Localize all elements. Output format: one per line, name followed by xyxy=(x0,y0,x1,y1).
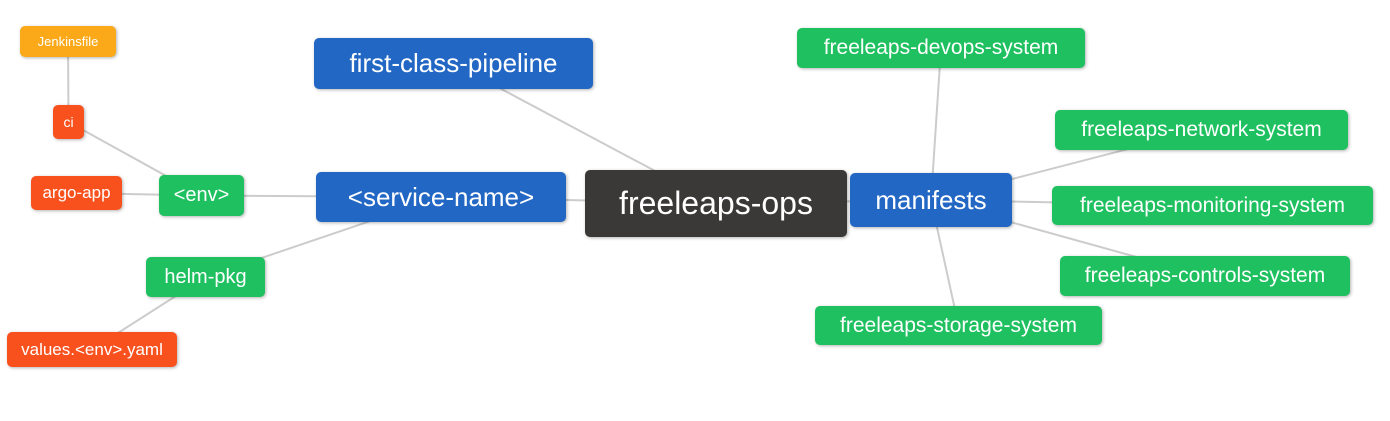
node-label: <env> xyxy=(173,184,230,206)
node-label: <service-name> xyxy=(347,181,535,212)
node-helm-pkg[interactable]: helm-pkg xyxy=(146,257,265,297)
node-label: freeleaps-devops-system xyxy=(823,36,1059,59)
node-freeleaps-monitoring-system[interactable]: freeleaps-monitoring-system xyxy=(1052,186,1373,225)
node-label: freeleaps-ops xyxy=(619,185,813,221)
node-label: ci xyxy=(63,114,74,130)
node-freeleaps-controls-system[interactable]: freeleaps-controls-system xyxy=(1060,256,1350,296)
node-label: manifests xyxy=(875,184,987,215)
node-label: values.<env>.yaml xyxy=(21,339,163,359)
node-freeleaps-storage-system[interactable]: freeleaps-storage-system xyxy=(815,306,1102,345)
node-ci[interactable]: ci xyxy=(53,105,84,139)
node-manifests[interactable]: manifests xyxy=(850,173,1012,227)
node-label: freeleaps-storage-system xyxy=(840,313,1077,337)
node-freeleaps-ops[interactable]: freeleaps-ops xyxy=(585,170,847,237)
node-freeleaps-network-system[interactable]: freeleaps-network-system xyxy=(1055,110,1348,150)
node-label: first-class-pipeline xyxy=(349,48,558,78)
node-label: freeleaps-monitoring-system xyxy=(1080,193,1345,217)
node-values-env-yaml[interactable]: values.<env>.yaml xyxy=(7,332,177,367)
node-label: helm-pkg xyxy=(164,265,247,288)
node-label: Jenkinsfile xyxy=(37,34,99,49)
node-freeleaps-devops-system[interactable]: freeleaps-devops-system xyxy=(797,28,1085,68)
node-label: argo-app xyxy=(42,183,111,202)
node-first-class-pipeline[interactable]: first-class-pipeline xyxy=(314,38,593,89)
node-env[interactable]: <env> xyxy=(159,175,244,216)
node-service-name[interactable]: <service-name> xyxy=(316,172,566,222)
node-jenkinsfile[interactable]: Jenkinsfile xyxy=(20,26,116,57)
node-label: freeleaps-controls-system xyxy=(1084,264,1326,287)
node-argo-app[interactable]: argo-app xyxy=(31,176,122,210)
node-label: freeleaps-network-system xyxy=(1081,118,1322,141)
